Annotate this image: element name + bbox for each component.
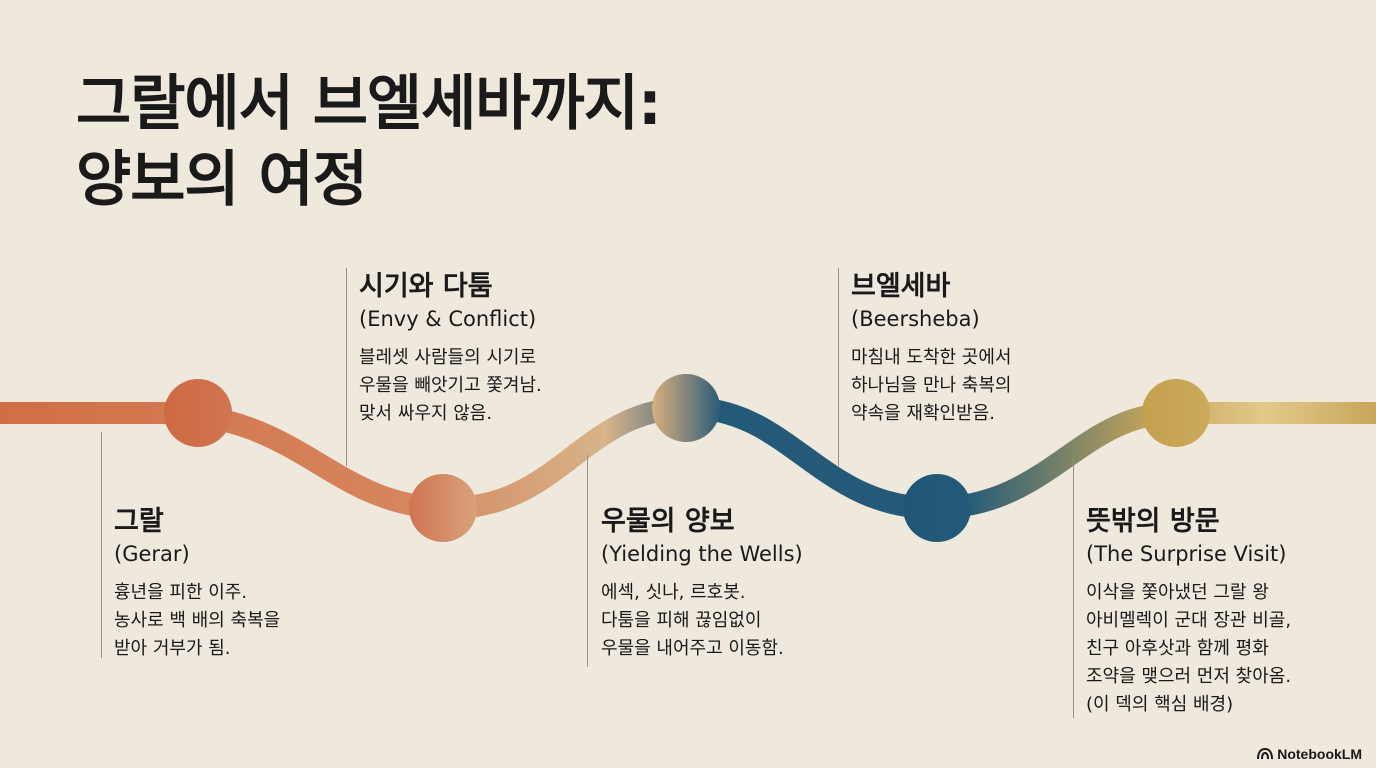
brand-badge: NotebookLM (1257, 746, 1362, 762)
stage-text-line: 마침내 도착한 곳에서 (851, 347, 1012, 368)
title-line-1: 그랄에서 브엘세바까지: (76, 69, 662, 139)
stage-text-line: 친구 아후삿과 함께 평화 (1086, 638, 1269, 659)
stage-text-line: 맞서 싸우지 않음. (359, 403, 493, 424)
timeline-node-beersheba (903, 474, 971, 542)
stage-text-line: 조약을 맺으러 먼저 찾아옴. (1086, 666, 1292, 687)
stage-subtitle: (Beersheba) (851, 307, 980, 331)
notebooklm-logo-icon (1257, 748, 1274, 760)
stage-surprise-visit: 뜻밖의 방문 (The Surprise Visit) 이삭을 쫓아냈던 그랄 … (1086, 505, 1291, 719)
stage-text-line: 우물을 내어주고 이동함. (601, 638, 784, 659)
stage-title: 브엘세바 (851, 271, 951, 302)
connector-line-conflict (346, 268, 347, 466)
stage-text-line: 다툼을 피해 끊임없이 (601, 610, 762, 631)
stage-subtitle: (Gerar) (114, 542, 190, 566)
brand-label: NotebookLM (1277, 746, 1362, 762)
stage-text-line: 농사로 백 배의 축복을 (114, 610, 281, 631)
stage-envy-conflict: 시기와 다툼 (Envy & Conflict) 블레셋 사람들의 시기로 우물… (359, 270, 542, 428)
connector-line-gerar (101, 432, 102, 658)
stage-title: 그랄 (114, 506, 164, 537)
stage-subtitle: (Envy & Conflict) (359, 307, 537, 331)
stage-beersheba: 브엘세바 (Beersheba) 마침내 도착한 곳에서 하나님을 만나 축복의… (851, 270, 1011, 428)
stage-title: 뜻밖의 방문 (1086, 506, 1220, 537)
stage-title: 시기와 다툼 (359, 271, 493, 302)
stage-title: 우물의 양보 (601, 506, 735, 537)
stage-text-line: 약속을 재확인받음. (851, 403, 995, 424)
stage-yielding-wells: 우물의 양보 (Yielding the Wells) 에섹, 싯나, 르호봇.… (601, 505, 803, 663)
stage-gerar: 그랄 (Gerar) 흉년을 피한 이주. 농사로 백 배의 축복을 받아 거부… (114, 505, 280, 663)
stage-text-line: (이 덱의 핵심 배경) (1086, 694, 1234, 715)
stage-subtitle: (Yielding the Wells) (601, 542, 803, 566)
stage-text-line: 받아 거부가 됨. (114, 638, 231, 659)
stage-text-line: 아비멜렉이 군대 장관 비골, (1086, 610, 1292, 631)
stage-text-line: 블레셋 사람들의 시기로 (359, 347, 537, 368)
connector-line-yielding (587, 455, 588, 667)
timeline-node-gerar (164, 379, 232, 447)
connector-line-visit (1073, 460, 1074, 718)
stage-text-line: 이삭을 쫓아냈던 그랄 왕 (1086, 582, 1269, 603)
page-title: 그랄에서 브엘세바까지: 양보의 여정 (76, 66, 662, 218)
timeline-node-yielding (652, 374, 720, 442)
stage-text-line: 하나님을 만나 축복의 (851, 375, 1012, 396)
timeline-node-visit (1142, 379, 1210, 447)
stage-text-line: 흉년을 피한 이주. (114, 582, 248, 603)
title-line-2: 양보의 여정 (76, 145, 368, 215)
stage-text-line: 우물을 빼앗기고 쫓겨남. (359, 375, 542, 396)
stage-text-line: 에섹, 싯나, 르호봇. (601, 582, 746, 603)
timeline-node-conflict (409, 474, 477, 542)
stage-subtitle: (The Surprise Visit) (1086, 542, 1287, 566)
connector-line-beersheba (838, 268, 839, 466)
